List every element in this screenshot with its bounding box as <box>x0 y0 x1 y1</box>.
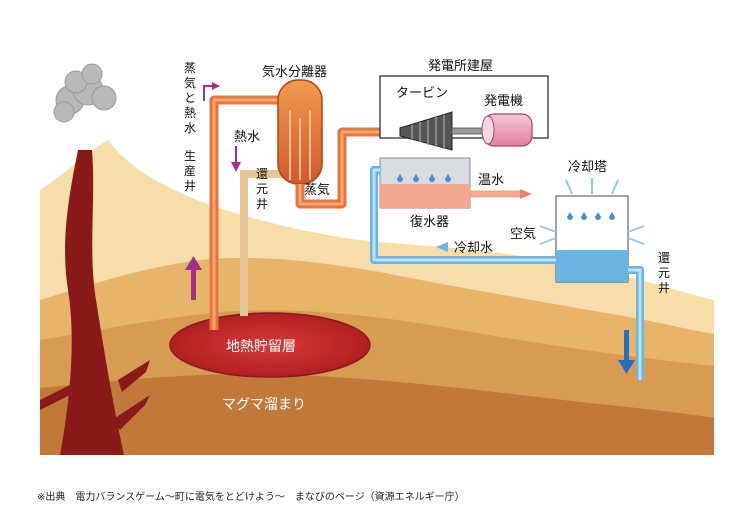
cooling-water-label: 冷却水 <box>454 241 493 256</box>
svg-text:還: 還 <box>256 167 268 181</box>
hot-water-label: 熱水 <box>234 130 260 145</box>
svg-text:井: 井 <box>658 281 670 295</box>
steam-label: 蒸気 <box>304 182 330 198</box>
generator-label: 発電機 <box>484 94 523 109</box>
cooling-water-arrow <box>436 242 448 252</box>
cooling-tower-vapor-arrows <box>565 178 619 195</box>
volcano-smoke <box>53 63 117 123</box>
reinjection-arrow <box>618 330 635 374</box>
svg-text:井: 井 <box>256 197 268 211</box>
geothermal-reservoir <box>169 312 371 378</box>
building-label: 発電所建屋 <box>428 59 493 74</box>
svg-text:元: 元 <box>256 182 268 196</box>
magma-channel <box>60 150 124 455</box>
production-well-label: 蒸 気 と 熱 水 生 産 井 <box>184 61 196 193</box>
turbine-label: タービン <box>396 86 448 101</box>
svg-text:と: と <box>184 91 196 105</box>
turbine-shaft <box>451 127 487 135</box>
svg-text:気: 気 <box>184 75 196 90</box>
separator-label: 気水分離器 <box>262 64 327 80</box>
warm-water-label: 温水 <box>478 173 504 188</box>
condenser-label: 復水器 <box>410 214 449 230</box>
production-arrows <box>185 82 241 300</box>
air-label: 空気 <box>510 226 536 242</box>
cooling-tower-label: 冷却塔 <box>568 160 607 175</box>
svg-text:還: 還 <box>658 251 670 265</box>
reinjection-well-left-pipe <box>240 170 296 316</box>
air-arrows <box>539 225 645 245</box>
reservoir-label: 地熱貯留層 <box>226 339 296 355</box>
svg-text:水: 水 <box>184 121 196 135</box>
magma-label: マグマ溜まり <box>222 397 306 413</box>
svg-text:産: 産 <box>184 163 196 178</box>
warm-water-arrow <box>520 189 532 199</box>
magma-branch <box>40 360 150 430</box>
reinjection-well-right-label: 還 元 井 <box>658 251 670 295</box>
svg-text:熱: 熱 <box>184 106 196 120</box>
svg-text:井: 井 <box>184 179 196 193</box>
svg-text:元: 元 <box>658 266 670 280</box>
reinjection-well-left-label: 還 元 井 <box>256 167 268 211</box>
source-caption: ※出典 電力バランスゲーム〜町に電気をとどけよう〜 まなびのページ（資源エネルギ… <box>37 492 465 503</box>
svg-text:蒸: 蒸 <box>184 61 196 75</box>
turbine <box>399 111 453 151</box>
svg-text:生: 生 <box>184 149 196 163</box>
